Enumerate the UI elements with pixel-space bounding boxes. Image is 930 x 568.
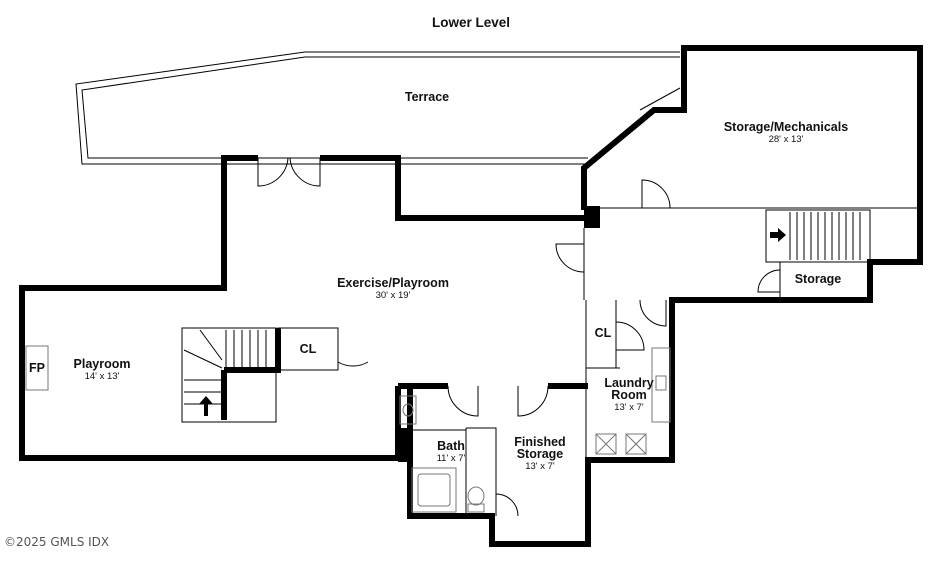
terrace-outline bbox=[75, 51, 681, 165]
storage-mechanicals-dims: 28' x 13' bbox=[769, 134, 804, 145]
exercise-label: Exercise/Playroom bbox=[337, 276, 449, 290]
plan-title: Lower Level bbox=[432, 15, 510, 30]
fireplace-label: FP bbox=[29, 361, 45, 375]
finished-storage-label-line2: Storage bbox=[517, 447, 564, 461]
walls bbox=[19, 45, 923, 547]
laundry-label-line1: Laundry bbox=[604, 376, 653, 390]
watermark: ©2025 GMLS IDX bbox=[4, 535, 109, 549]
exercise-dims: 30' x 19' bbox=[376, 290, 411, 301]
terrace-label: Terrace bbox=[405, 90, 449, 104]
laundry-dims: 13' x 7' bbox=[614, 402, 644, 413]
playroom-dims: 14' x 13' bbox=[85, 371, 120, 382]
playroom-label: Playroom bbox=[74, 357, 131, 371]
finished-storage-dims: 13' x 7' bbox=[525, 461, 555, 472]
closet-right-label: CL bbox=[595, 326, 612, 340]
fixtures bbox=[25, 345, 671, 513]
bath-label: Bath bbox=[437, 439, 465, 453]
interior-walls bbox=[181, 207, 918, 516]
storage-mechanicals-label: Storage/Mechanicals bbox=[724, 120, 848, 134]
finished-storage-label-line1: Finished bbox=[514, 435, 565, 449]
laundry-label-line2: Room bbox=[611, 388, 646, 402]
bath-dims: 11' x 7' bbox=[437, 453, 466, 464]
doors bbox=[257, 157, 781, 517]
storage-label: Storage bbox=[795, 272, 842, 286]
right-arrow-icon bbox=[770, 228, 786, 242]
closet-left-label: CL bbox=[300, 342, 317, 356]
stair-treads bbox=[183, 212, 861, 405]
up-arrow-icon bbox=[199, 396, 213, 416]
